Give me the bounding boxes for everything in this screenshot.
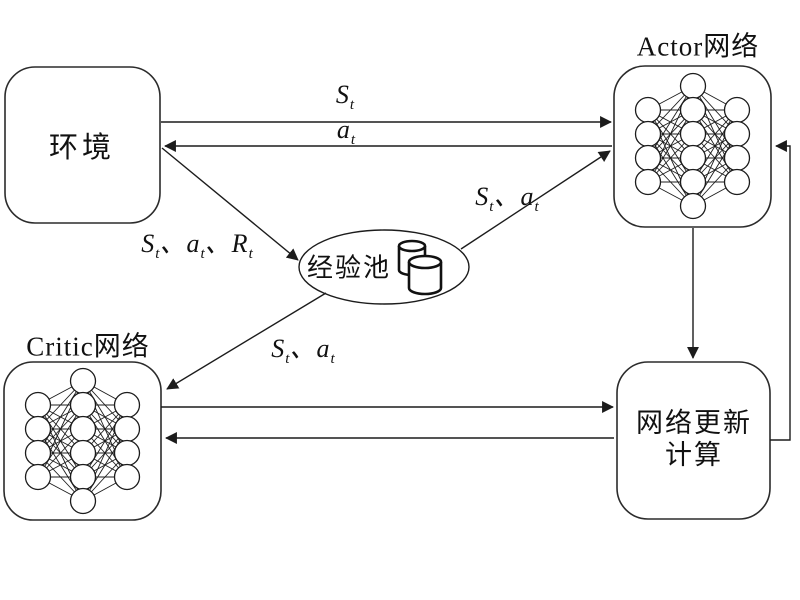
edge-buffer-to-critic [166, 292, 327, 390]
edge-label-state: St [335, 79, 355, 114]
actor-network-title: Actor网络 [636, 31, 760, 62]
edge-env-to-buffer [161, 147, 299, 261]
edge-label-env-to-buffer: St、at、Rt [141, 228, 253, 263]
critic-network-title: Critic网络 [26, 331, 150, 362]
edge-update-to-actor-loop [770, 140, 791, 441]
database-cylinders-icon [397, 239, 443, 296]
critic-network-graphic [24, 367, 141, 515]
edge-label-buffer-to-critic: St、at [271, 333, 335, 368]
replay-buffer-label: 经验池 [306, 253, 392, 283]
update-computation-label: 网络更新 计算 [636, 407, 752, 471]
update-label-line2: 计算 [665, 440, 723, 470]
environment-box [4, 66, 161, 224]
actor-network-graphic [634, 72, 751, 220]
environment-label: 环境 [48, 132, 116, 164]
update-label-line1: 网络更新 [636, 408, 752, 438]
edge-label-action: at [336, 114, 356, 149]
edge-buffer-to-actor [460, 150, 611, 250]
edge-label-buffer-to-actor: St、at [475, 181, 539, 216]
